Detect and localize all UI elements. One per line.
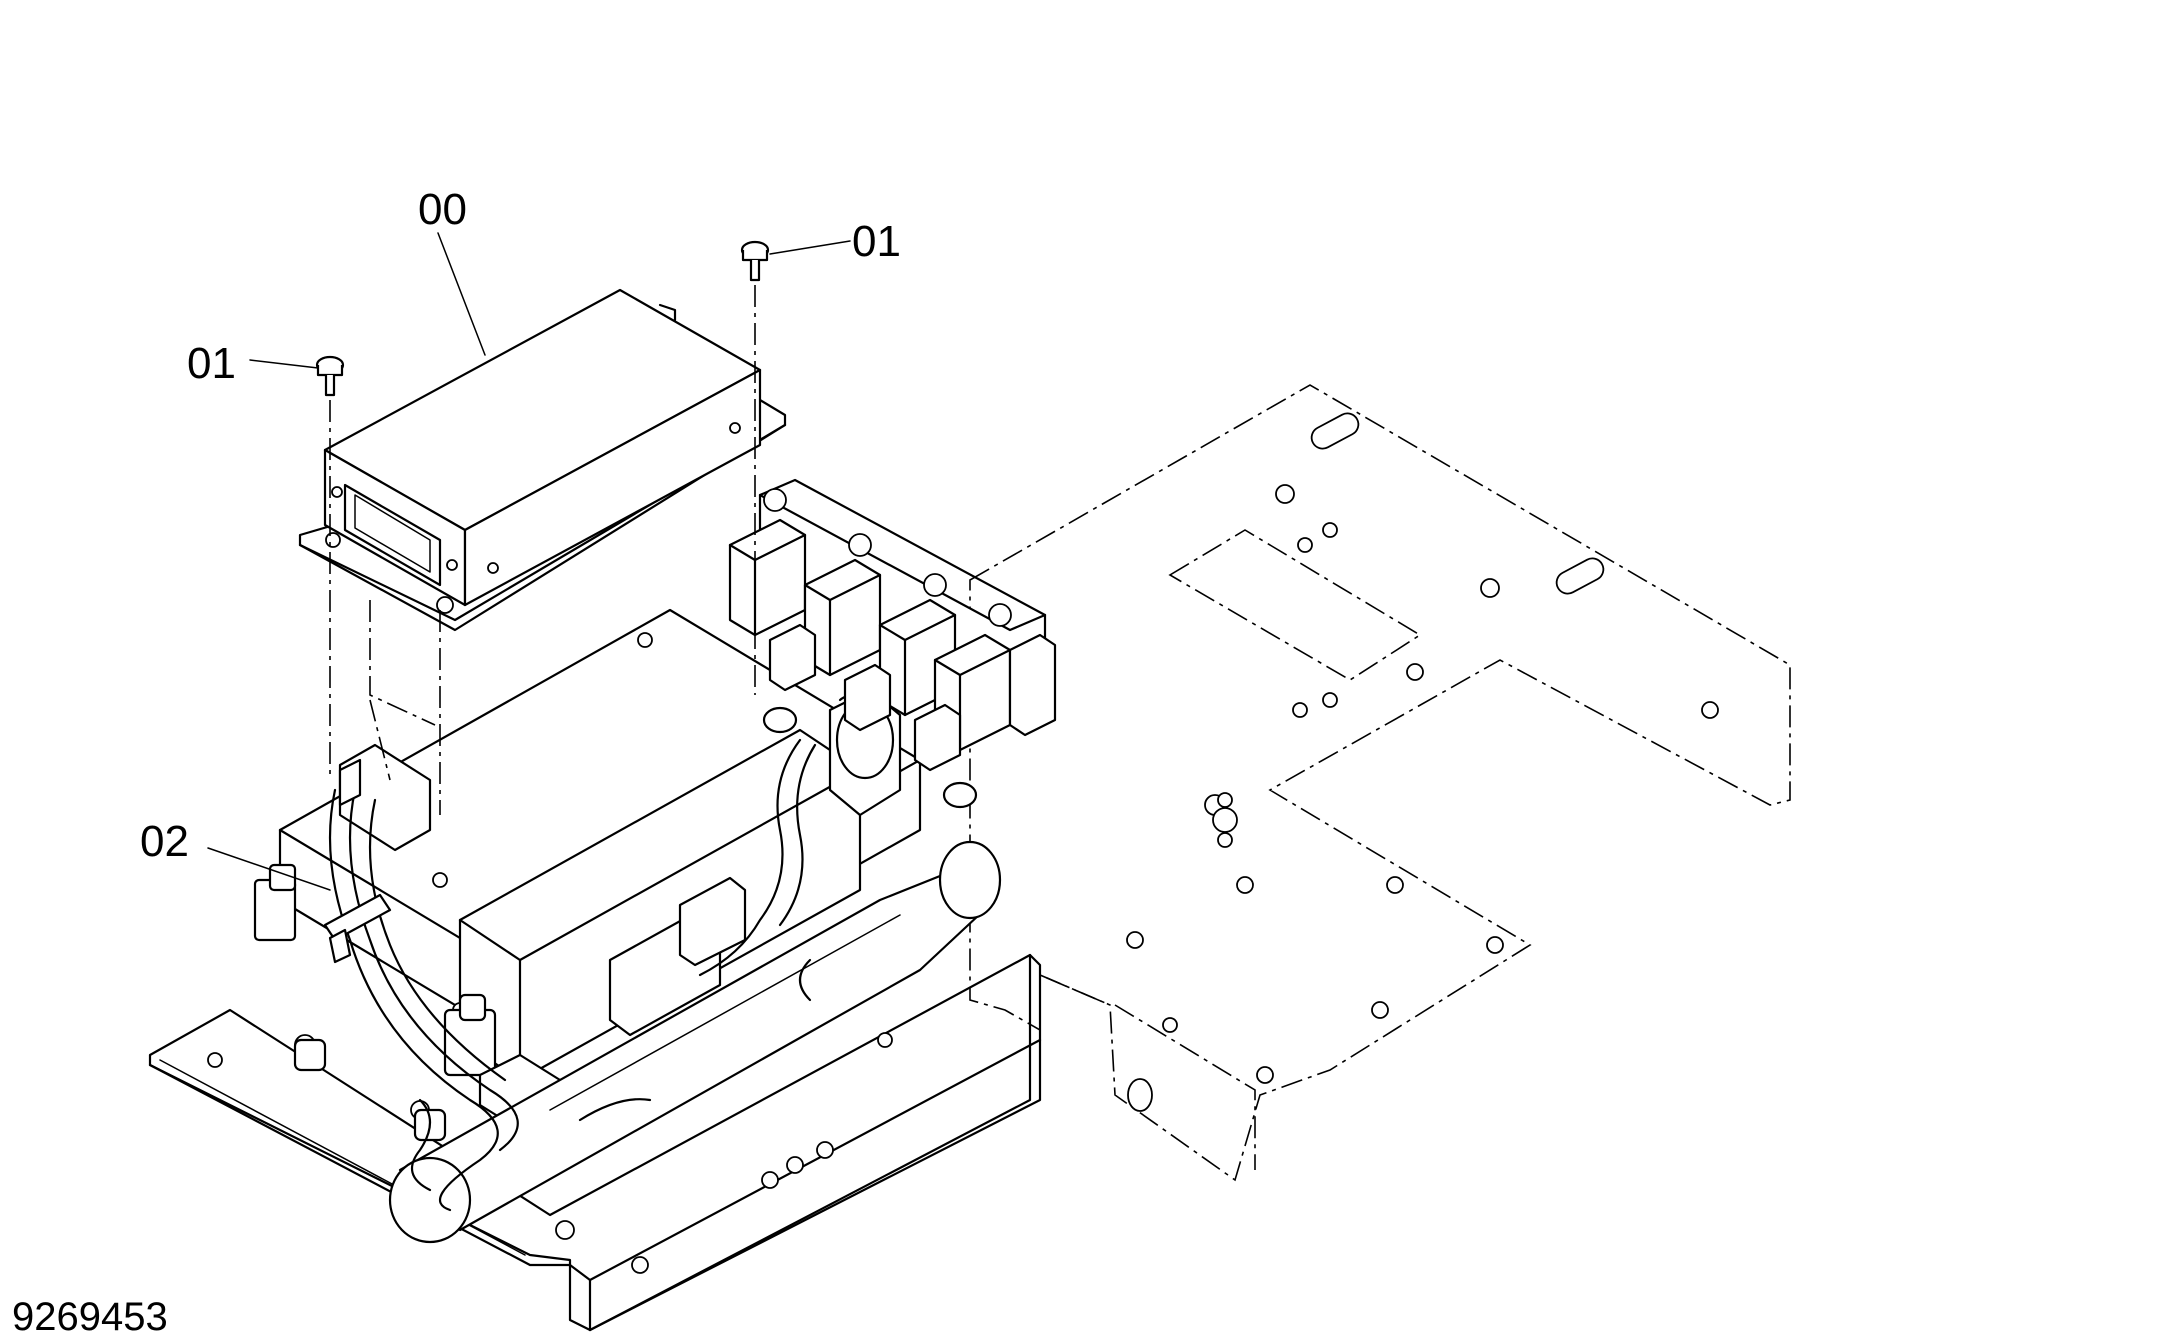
- mounting-plate: [969, 384, 1791, 1182]
- assembly-lines: [329, 285, 756, 815]
- document-number: 9269453: [12, 1295, 168, 1339]
- wire-harness: [328, 738, 817, 1212]
- cable-tie: [323, 758, 392, 964]
- leader-lines: [207, 232, 851, 891]
- relay-cluster: [728, 478, 1057, 809]
- bolt-right: [740, 240, 770, 282]
- callout-cable-tie: 02: [140, 817, 189, 866]
- bolt-left: [315, 355, 345, 397]
- callout-bolt-left: 01: [187, 339, 236, 388]
- lower-housing: [253, 608, 922, 1142]
- callout-controller: 00: [418, 185, 467, 234]
- controller-box: [298, 288, 787, 632]
- callout-bolt-right: 01: [852, 217, 901, 266]
